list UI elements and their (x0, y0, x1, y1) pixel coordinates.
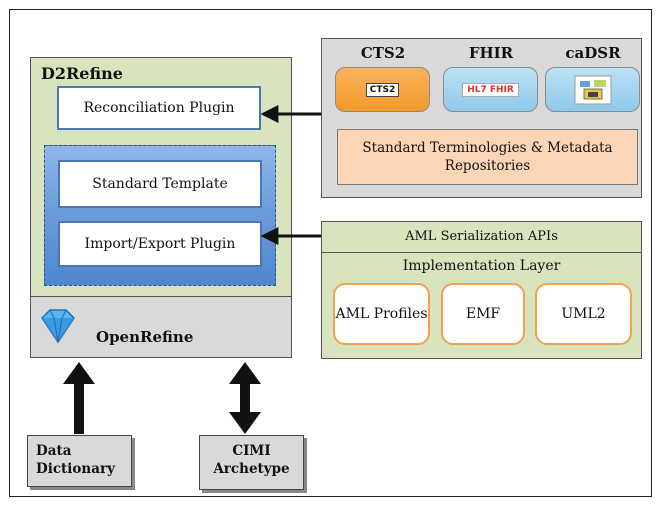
cimi-archetype-doc: CIMI Archetype (199, 435, 304, 490)
openrefine-label: OpenRefine (96, 328, 194, 346)
diagram-frame (9, 9, 652, 497)
fhir-title: FHIR (468, 44, 514, 62)
cts2-title: CTS2 (360, 44, 406, 62)
openrefine-block (30, 297, 292, 358)
standard-template-box: Standard Template (58, 160, 262, 208)
d2refine-title: D2Refine (41, 64, 123, 83)
data-dictionary-doc: Data Dictionary (27, 435, 132, 487)
openrefine-diamond-icon (41, 309, 75, 344)
implementation-layer-label: Implementation Layer (402, 258, 561, 274)
aml-profiles-chip: AML Profiles (333, 283, 430, 345)
uml2-chip: UML2 (535, 283, 632, 345)
cadsr-logo-tile (545, 67, 640, 112)
standard-terminologies-box: Standard Terminologies & Metadata Reposi… (337, 129, 638, 185)
arrow-data-dictionary-up (63, 362, 95, 434)
import-export-plugin-box: Import/Export Plugin (58, 221, 262, 267)
cadsr-title: caDSR (565, 44, 621, 62)
cts2-logo-tile: CTS2 (335, 67, 430, 112)
cadsr-logo-icon (574, 75, 611, 104)
fhir-logo-tile: HL7 FHIR (443, 67, 538, 112)
emf-chip: EMF (441, 283, 525, 345)
reconciliation-plugin-box: Reconciliation Plugin (57, 86, 261, 130)
arrow-cimi-bidirectional (229, 362, 261, 434)
cts2-logo-badge: CTS2 (365, 82, 400, 97)
aml-serialization-header: AML Serialization APIs (321, 221, 642, 253)
fhir-logo-badge: HL7 FHIR (462, 82, 519, 97)
